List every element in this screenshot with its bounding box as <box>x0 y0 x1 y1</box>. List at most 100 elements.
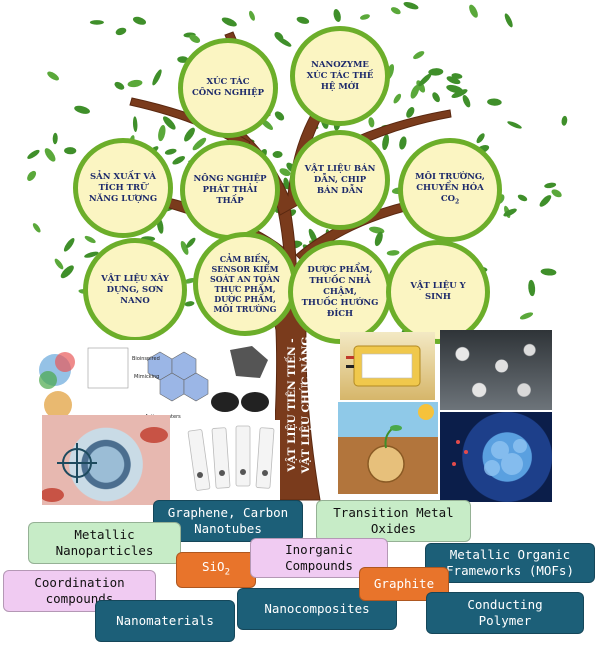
leaf <box>386 250 400 256</box>
leaf <box>115 27 127 36</box>
protein-molecule-graphic <box>452 439 527 476</box>
photo-soil-seed <box>338 402 438 494</box>
leaf <box>528 279 536 297</box>
trunk-label: VẬT LIỆU TIÊN TIẾN - VẬT LIỆU CHỨC NĂNG <box>285 325 315 485</box>
trunk-label-line1: VẬT LIỆU TIÊN TIẾN - <box>286 338 298 472</box>
photo-virus-target <box>42 415 170 505</box>
trunk-label-line2: VẬT LIỆU CHỨC NĂNG <box>300 336 312 474</box>
target-crosshair <box>42 427 168 502</box>
sensor-strips-graphic <box>187 425 275 491</box>
leaf <box>519 312 534 320</box>
label-mimicking: Mimicking <box>134 374 159 380</box>
tag-sio2: SiO2 <box>176 552 256 588</box>
nanozyme-schematic: Bioinspired Mimicking Active centers <box>39 346 269 420</box>
tag-metallic-nanoparticles: Metallic Nanoparticles <box>28 522 181 564</box>
leaf <box>27 149 40 159</box>
leaf <box>84 235 96 244</box>
leaf <box>503 208 517 217</box>
circle-nanozyme: NANOZYME XÚC TÁC THẾ HỆ MỚI <box>290 26 390 126</box>
leaf <box>539 195 552 207</box>
photo-battery <box>340 332 435 400</box>
leaf <box>158 125 166 142</box>
photo-water-droplets <box>440 330 552 410</box>
leaf <box>180 240 189 255</box>
leaf <box>369 226 385 234</box>
leaf <box>507 121 522 129</box>
leaf <box>274 111 285 121</box>
leaf <box>399 136 407 150</box>
leaf <box>63 238 75 252</box>
leaf <box>276 37 292 47</box>
leaf <box>164 148 177 155</box>
leaf <box>428 68 444 76</box>
photo-protein-molecule <box>440 412 552 502</box>
leaf <box>382 134 390 150</box>
leaf <box>446 84 464 94</box>
leaf <box>27 170 37 181</box>
leaf <box>413 51 425 60</box>
leaf <box>74 105 90 114</box>
leaf <box>54 258 64 270</box>
leaf <box>132 16 147 25</box>
leaf <box>189 34 201 43</box>
leaf <box>283 177 290 189</box>
leaf <box>374 231 383 247</box>
leaf <box>517 194 528 202</box>
leaf <box>52 132 58 145</box>
cube-particle <box>230 346 268 378</box>
molecule-box <box>87 347 129 389</box>
circle-semiconductor: VẬT LIỆU BÁN DẪN, CHIP BÁN DẪN <box>290 130 390 230</box>
leaf <box>279 168 291 177</box>
leaf <box>32 223 41 233</box>
leaf <box>47 71 59 81</box>
circle-sensors: CẢM BIẾN, SENSOR KIỂM SOÁT AN TOÀN THỰC … <box>193 232 297 336</box>
leaf <box>333 9 341 22</box>
leaf <box>186 237 196 248</box>
photo-nanozyme-structures: Bioinspired Mimicking Active centers <box>30 340 275 430</box>
leaf <box>60 265 74 279</box>
leaf <box>418 73 432 87</box>
leaf <box>296 16 310 24</box>
tag-transition-metal-oxides: Transition Metal Oxides <box>316 500 471 542</box>
environment-subscript: 2 <box>454 198 460 206</box>
environment-label: MÔI TRƯỜNG, CHUYỂN HÓA CO <box>415 172 485 205</box>
leaf <box>132 116 138 132</box>
leaf <box>163 116 176 130</box>
leaf <box>249 10 255 21</box>
leaf <box>368 117 375 128</box>
leaf <box>504 13 513 28</box>
leaf <box>44 148 56 162</box>
leaf <box>172 156 185 165</box>
tag-metallic-organic-frameworks: Metallic Organic Frameworks (MOFs) <box>425 543 595 583</box>
leaf <box>272 150 283 159</box>
leaf <box>360 14 370 20</box>
tag-conducting-polymer: Conducting Polymer <box>426 592 584 634</box>
leaf <box>561 115 568 126</box>
circle-industrial-catalysis: XÚC TÁC CÔNG NGHIỆP <box>178 38 278 138</box>
leaf <box>390 7 401 15</box>
protein-structure-graphic <box>39 352 75 419</box>
soil-graphic <box>367 404 434 483</box>
leaf <box>551 189 562 198</box>
photo-sensor-strips <box>180 420 280 500</box>
leaf <box>432 92 440 103</box>
circle-low-emission-agriculture: NÔNG NGHIỆP PHÁT THẢI THẤP <box>180 140 280 240</box>
sio2-subscript: 2 <box>224 567 230 578</box>
hexagon-lattice <box>147 351 209 402</box>
leaf <box>184 301 195 307</box>
leaf <box>451 89 468 99</box>
leaf <box>84 251 99 258</box>
circle-construction-materials: VẬT LIỆU XÂY DỰNG, SƠN NANO <box>83 238 187 342</box>
leaf <box>544 182 557 189</box>
leaf <box>416 80 426 93</box>
leaf <box>221 17 237 27</box>
leaf <box>127 79 143 88</box>
label-bioinspired: Bioinspired <box>132 356 160 362</box>
leaf <box>183 278 197 284</box>
circle-energy-storage: SẢN XUẤT VÀ TÍCH TRỮ NĂNG LƯỢNG <box>73 138 173 238</box>
battery-graphic <box>346 345 421 387</box>
leaf <box>462 95 471 108</box>
sio2-label: SiO <box>202 559 225 575</box>
circle-biomedical-materials: VẬT LIỆU Y SINH <box>386 240 490 344</box>
leaf <box>406 107 415 118</box>
